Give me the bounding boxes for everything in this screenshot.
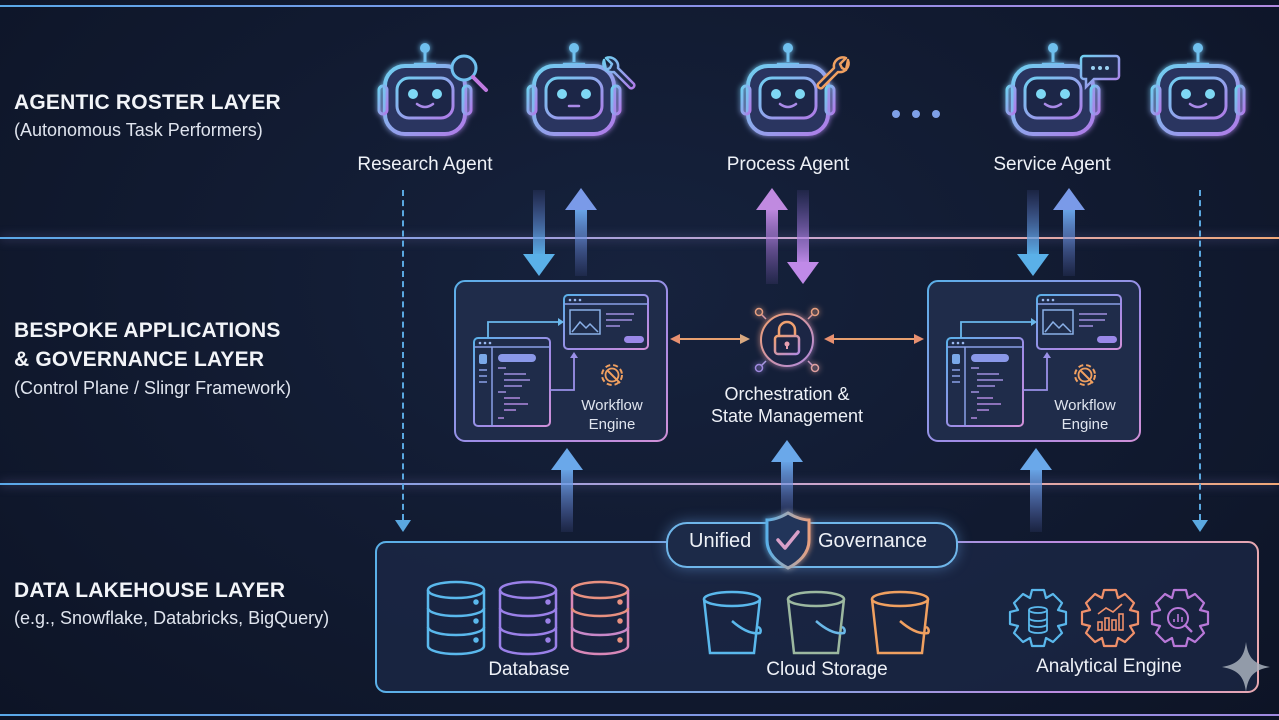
arrow-down-left [523,190,555,276]
arrow-up-lower-center [771,440,803,520]
layer-title-agentic: AGENTIC ROSTER LAYER [14,91,281,114]
arrow-bidirectional-left [670,334,750,344]
analytical-engine-icon-group [1008,588,1210,648]
dashed-connector-left [402,190,404,520]
workflow-engine-label-left-line1: Workflow [581,397,643,414]
arrow-up-center [756,188,788,284]
lock-icon [754,307,820,373]
top-border-line [0,5,1279,7]
governance-label-right: Governance [818,530,927,552]
arrow-up-right [1053,188,1085,276]
robot-icon-process [740,41,836,136]
layer-title-lakehouse: DATA LAKEHOUSE LAYER [14,579,286,602]
database-icon [570,580,630,656]
layer-divider-2 [0,483,1279,485]
arrow-up-left [565,188,597,276]
arrow-up-lower-left [551,448,583,532]
more-agents-ellipsis [892,105,952,123]
robot-icon-research [377,41,473,136]
layer-subtitle-lakehouse: (e.g., Snowflake, Databricks, BigQuery) [14,608,330,628]
shield-check-icon [765,511,811,570]
governance-label-left: Unified [689,530,752,552]
database-icon-group [426,580,630,656]
gear-chart-icon [1080,588,1140,648]
cloud-storage-label: Cloud Storage [766,659,888,680]
bucket-icon [702,590,762,655]
bottom-border-line [0,714,1279,716]
sparkle-icon [1222,642,1270,692]
robot-icon-agent-2 [526,41,622,136]
robot-icon-agent-5 [1150,41,1246,136]
workflow-engine-label-right-line2: Engine [1061,416,1109,433]
gear-wrench-icon [601,364,623,386]
unified-governance-badge [666,522,958,568]
orchestration-label-line1: Orchestration & [724,384,850,404]
database-label: Database [488,659,570,680]
cloud-storage-icon-group [702,590,930,655]
dashed-arrowhead-left [395,520,411,532]
magnifier-icon [450,54,488,92]
agent-label-service: Service Agent [993,154,1111,175]
agent-label-research: Research Agent [357,154,493,175]
arrow-down-right [1017,190,1049,276]
layer-title-bespoke-line1: BESPOKE APPLICATIONS [14,319,281,342]
bucket-icon [786,590,846,655]
wrench-icon [602,56,636,90]
arrow-bidirectional-right [824,334,924,344]
orchestration-label-line2: State Management [710,406,864,426]
gear-magnifier-icon [1150,588,1210,648]
layer-divider-1 [0,237,1279,239]
analytical-engine-label: Analytical Engine [1036,656,1182,677]
workflow-engine-label-right-line1: Workflow [1054,397,1116,414]
workflow-engine-panel-left [454,280,668,442]
database-icon [426,580,486,656]
dashed-connector-right [1199,190,1201,520]
gear-wrench-icon [1074,364,1096,386]
wrench-icon-orange [816,56,850,90]
workflow-engine-label-left-line2: Engine [588,416,636,433]
layer-subtitle-agentic: (Autonomous Task Performers) [14,120,263,140]
bucket-icon [870,590,930,655]
layer-subtitle-bespoke: (Control Plane / Slingr Framework) [14,378,292,398]
gear-database-icon [1008,588,1068,648]
chat-bubble-icon [1079,54,1121,91]
agent-label-process: Process Agent [726,154,850,175]
robot-icon-service [1005,41,1101,136]
arrow-down-center [787,190,819,284]
dashed-arrowhead-right [1192,520,1208,532]
database-icon [498,580,558,656]
workflow-engine-panel-right [927,280,1141,442]
arrow-up-lower-right [1020,448,1052,532]
layer-title-bespoke-line2: & GOVERNANCE LAYER [14,348,265,371]
